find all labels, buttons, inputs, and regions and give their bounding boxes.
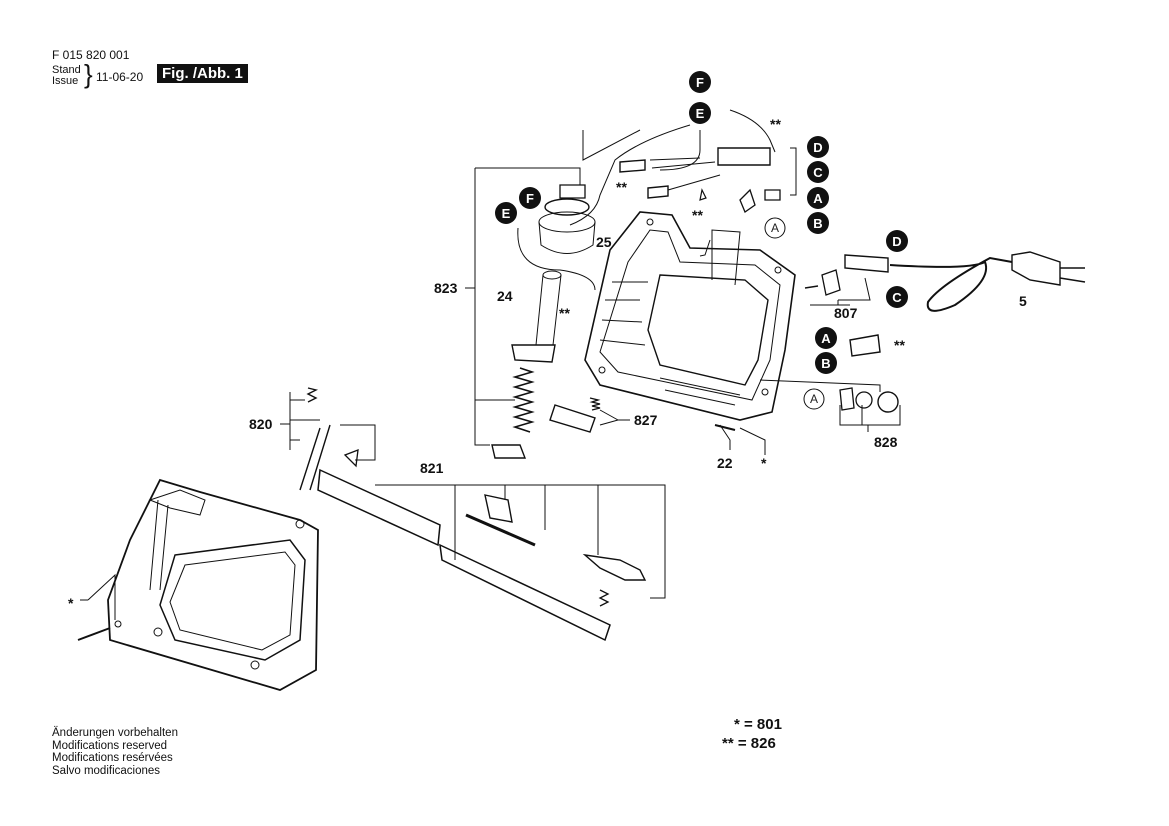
spring-part xyxy=(491,367,535,459)
label-double-star-switch: ** xyxy=(894,337,905,353)
svg-text:B: B xyxy=(813,216,822,231)
svg-text:D: D xyxy=(813,140,822,155)
connector-badge-B-top: B xyxy=(807,212,829,234)
label-part-821: 821 xyxy=(420,460,444,476)
note-fr: Modifications resérvées xyxy=(52,752,173,764)
label-part-828: 828 xyxy=(874,434,898,450)
connector-badge-C-top: C xyxy=(807,161,829,183)
svg-text:C: C xyxy=(813,165,823,180)
switch-part xyxy=(849,334,881,357)
pin-part-22 xyxy=(714,424,736,431)
label-part-823: 823 xyxy=(434,280,458,296)
svg-text:A: A xyxy=(810,392,818,406)
coil-part-25 xyxy=(538,184,596,254)
part-827 xyxy=(549,397,601,433)
label-double-star-screw: ** xyxy=(692,207,703,223)
figure-label: Fig. /Abb. 1 xyxy=(157,64,248,83)
connector-badge-E-top: E xyxy=(689,102,711,124)
label-part-827: 827 xyxy=(634,412,658,428)
star-legend: * = 801 ** = 826 xyxy=(722,715,782,753)
label-star-housing: * xyxy=(761,455,767,471)
svg-text:E: E xyxy=(696,106,705,121)
clamp-part-807 xyxy=(804,269,841,296)
wiring-harness xyxy=(517,109,781,291)
connector-badge-C-cable: C xyxy=(886,286,908,308)
issue-date: 11-06-20 xyxy=(96,70,144,84)
leader-lines xyxy=(80,129,901,620)
label-star-left-housing: * xyxy=(68,595,74,611)
housing-half-right xyxy=(584,211,796,421)
brace-glyph: } xyxy=(84,59,93,89)
connector-badge-A-switch: A xyxy=(815,327,837,349)
connector-badge-A-top: A xyxy=(807,187,829,209)
svg-text:B: B xyxy=(821,356,830,371)
modification-notes: Änderungen vorbehalten Modifications res… xyxy=(52,727,178,777)
part-number: F 015 820 001 xyxy=(52,48,130,62)
connector-badge-D-cable: D xyxy=(886,230,908,252)
svg-text:E: E xyxy=(502,206,511,221)
connector-badge-F-left: F xyxy=(519,187,541,209)
label-part-24: 24 xyxy=(497,288,513,304)
svg-text:C: C xyxy=(892,290,902,305)
svg-text:F: F xyxy=(696,75,704,90)
mains-cable-part-5 xyxy=(844,251,1086,312)
label-part-5: 5 xyxy=(1019,293,1027,309)
label-part-807: 807 xyxy=(834,305,858,321)
marker-circle-A-top: A xyxy=(764,217,786,239)
magazine-part-821 xyxy=(299,387,647,642)
svg-text:A: A xyxy=(771,221,779,235)
label-double-star-microswitch: ** xyxy=(616,179,627,195)
note-es: Salvo modificaciones xyxy=(52,764,161,777)
label-double-star-top: ** xyxy=(770,116,781,132)
label-part-22: 22 xyxy=(717,455,733,471)
issue-label: Issue xyxy=(52,75,79,87)
svg-text:D: D xyxy=(892,234,901,249)
housing-half-left xyxy=(77,478,319,691)
label-part-820: 820 xyxy=(249,416,273,432)
stand-issue-label: Stand Issue xyxy=(52,65,81,87)
marker-circle-A-knob: A xyxy=(803,388,825,410)
svg-text:A: A xyxy=(813,191,823,206)
legend-single-star: * = 801 xyxy=(734,716,782,733)
connector-badge-D-top: D xyxy=(807,136,829,158)
plunger-part-24 xyxy=(511,270,562,363)
svg-text:F: F xyxy=(526,191,534,206)
stand-label: Stand xyxy=(52,64,81,76)
svg-text:A: A xyxy=(821,331,831,346)
legend-double-star: ** = 826 xyxy=(722,735,776,752)
note-de: Änderungen vorbehalten xyxy=(52,727,178,739)
knob-parts-828 xyxy=(839,387,899,413)
connector-badge-F-top: F xyxy=(689,71,711,93)
connector-badge-E-left: E xyxy=(495,202,517,224)
label-double-star-connector: ** xyxy=(559,305,570,321)
note-en: Modifications reserved xyxy=(52,739,168,752)
connector-badge-B-switch: B xyxy=(815,352,837,374)
label-part-25: 25 xyxy=(596,234,612,250)
